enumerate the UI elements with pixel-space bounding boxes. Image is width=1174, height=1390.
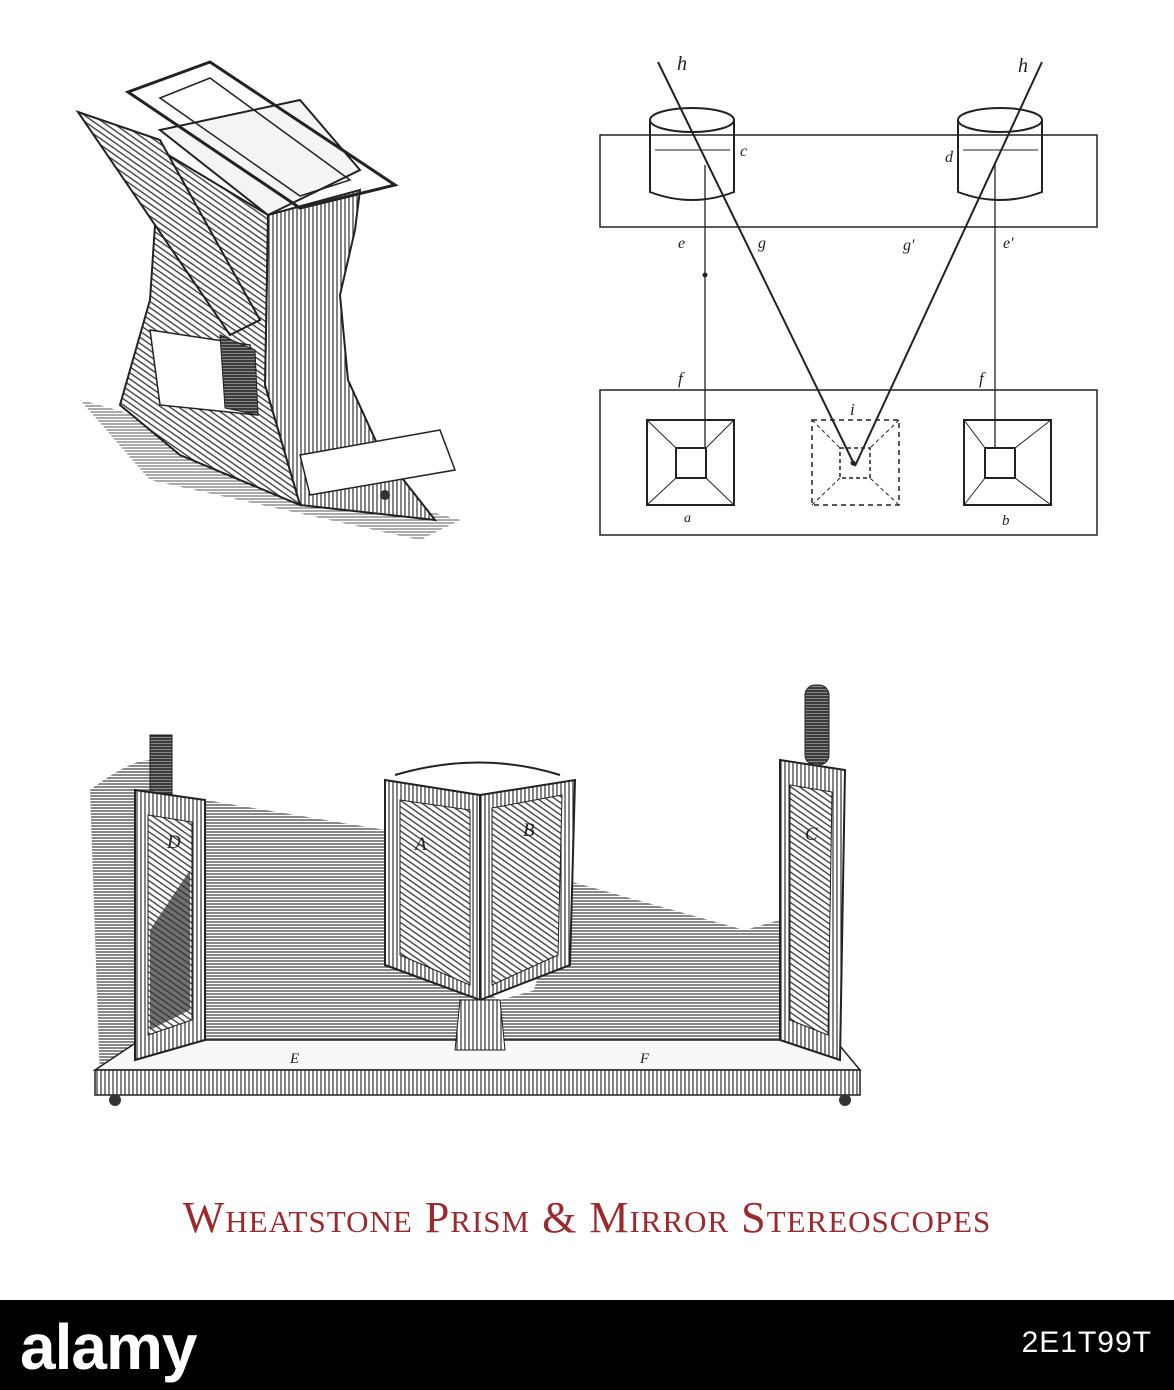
caption-title: Wheatstone Prism & Mirror Stereoscopes: [182, 1193, 992, 1242]
image-id: 2E1T99T: [1021, 1326, 1152, 1359]
label-B: B: [523, 820, 535, 841]
label-h-right: h: [1018, 55, 1028, 77]
label-h-left: h: [677, 53, 687, 75]
label-D: D: [166, 832, 181, 853]
illustration-canvas: h h c d e g g′ e′ f f i a b: [75, 53, 1098, 1106]
label-F: F: [639, 1051, 650, 1067]
label-E: E: [289, 1051, 299, 1067]
mirror-stereoscope-labels: D A B C E F: [166, 820, 818, 1067]
stock-footer-bar: alamy 2E1T99T: [0, 1300, 1174, 1390]
label-a-bottom: a: [684, 511, 691, 526]
label-e-left: e: [678, 235, 685, 252]
label-g-right: g′: [903, 237, 915, 254]
mirror-stereoscope-engraving: [90, 684, 862, 1106]
label-i-center: i: [850, 400, 855, 419]
label-g-left: g: [758, 235, 766, 252]
alamy-logo: alamy: [20, 1311, 197, 1383]
label-e-right: e′: [1003, 235, 1014, 252]
label-f-left: f: [678, 369, 685, 388]
label-d-top: d: [945, 149, 954, 166]
label-f-right: f: [979, 369, 986, 388]
label-A: A: [413, 834, 427, 855]
ray-diagram: [599, 61, 1098, 536]
prism-stereoscope-engraving: [75, 60, 460, 540]
ray-diagram-labels: h h c d e g g′ e′ f f i a b: [677, 53, 1028, 529]
label-C: C: [805, 824, 818, 845]
label-b-bottom: b: [1002, 513, 1010, 529]
label-c-top: c: [740, 143, 747, 160]
